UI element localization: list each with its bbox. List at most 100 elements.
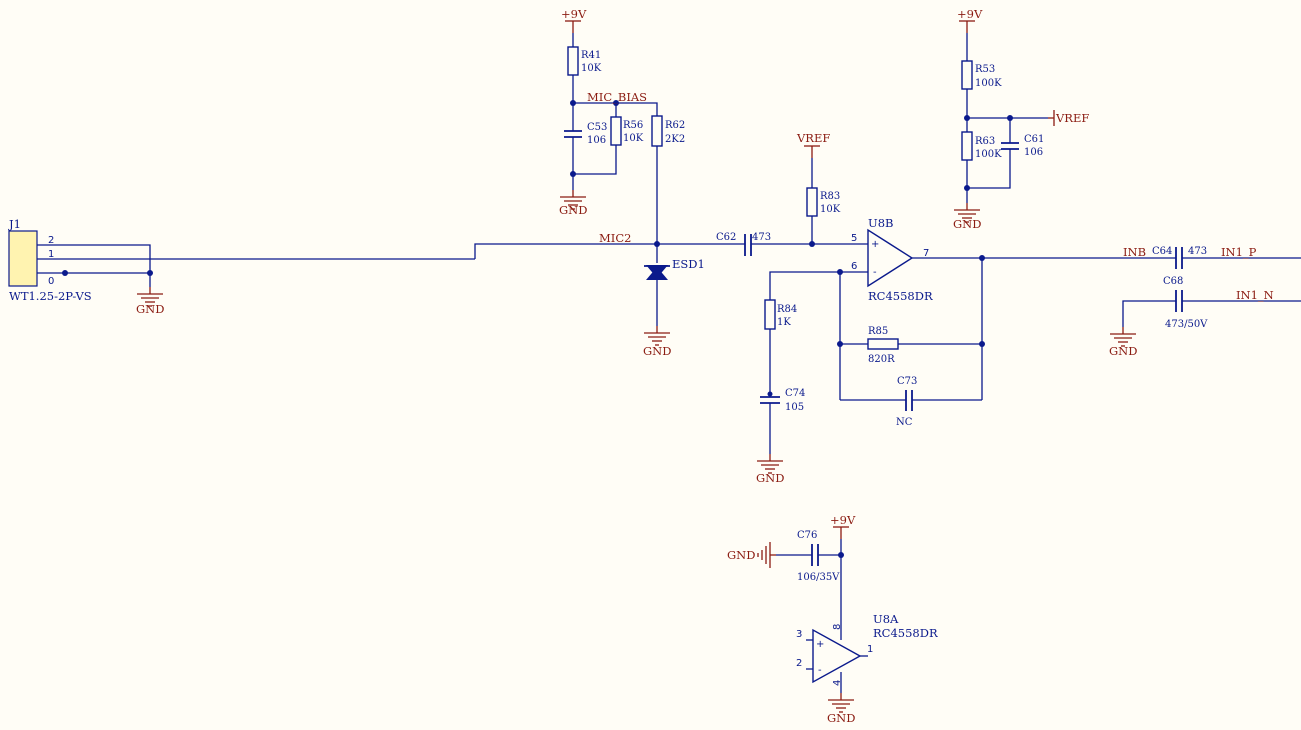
gnd-label-u8a: GND — [827, 711, 855, 725]
svg-text:10K: 10K — [581, 63, 602, 74]
svg-text:105: 105 — [785, 402, 804, 413]
resistor-r62[interactable]: R62 2K2 — [651, 115, 685, 147]
svg-text:106: 106 — [587, 135, 606, 146]
u8b-feedback-network: R85 820R C73 NC R84 1K C74 105 GND — [756, 255, 1176, 485]
esd-diode-esd1[interactable]: ESD1 — [644, 257, 705, 280]
mic-bias-label: MIC_BIAS — [587, 90, 647, 104]
connector-j1[interactable]: J1 WT1.25-2P-VS 2 1 0 — [8, 217, 92, 303]
svg-text:473/50V: 473/50V — [1165, 319, 1208, 330]
svg-text:-: - — [818, 665, 822, 676]
in1-p-net-label: IN1_P — [1221, 245, 1257, 259]
svg-text:6: 6 — [851, 261, 857, 272]
mic-bias-network: +9V R41 10K MIC_BIAS C53 106 R56 10K — [559, 7, 705, 358]
svg-text:R63: R63 — [975, 136, 995, 147]
plus9v-label-top-left: +9V — [561, 7, 587, 21]
output-section: INB C64 473 IN1_P C68 473/50V IN1_N GND — [1109, 245, 1301, 358]
u8a-part: RC4558DR — [873, 626, 938, 640]
gnd-label-c76: GND — [727, 548, 755, 562]
svg-text:473: 473 — [1188, 246, 1207, 257]
in1-n-net-label: IN1_N — [1236, 288, 1274, 302]
u8a-ref: U8A — [873, 612, 899, 626]
j1-pin-0: 0 — [48, 276, 54, 287]
gnd-label-j1: GND — [136, 302, 164, 316]
svg-text:C74: C74 — [785, 388, 805, 399]
u8b-part: RC4558DR — [868, 289, 933, 303]
svg-text:R85: R85 — [868, 326, 888, 337]
resistor-r85[interactable]: R85 820R — [867, 326, 899, 365]
svg-text:C61: C61 — [1024, 134, 1044, 145]
gnd-symbol-j1: GND — [136, 286, 164, 316]
svg-text:10K: 10K — [623, 133, 644, 144]
opamp-u8a[interactable]: + - U8A RC4558DR 3 2 1 8 4 — [796, 612, 938, 686]
capacitor-c73[interactable]: C73 NC — [896, 376, 917, 428]
u8a-ground: GND — [827, 672, 855, 725]
vref-divider: +9V R53 100K VREF R63 100K C61 106 — [953, 7, 1089, 231]
svg-text:ESD1: ESD1 — [672, 257, 705, 271]
svg-text:106/35V: 106/35V — [797, 572, 840, 583]
svg-text:R83: R83 — [820, 191, 840, 202]
svg-text:+: + — [871, 239, 879, 250]
svg-text:820R: 820R — [868, 354, 895, 365]
svg-text:C62: C62 — [716, 232, 736, 243]
svg-text:R41: R41 — [581, 50, 601, 61]
vref-label-r83: VREF — [796, 131, 830, 145]
svg-text:100K: 100K — [975, 149, 1002, 160]
svg-text:100K: 100K — [975, 78, 1002, 89]
inb-net-label: INB — [1123, 245, 1146, 259]
resistor-r56[interactable]: R56 10K — [610, 116, 644, 146]
mic2-net-label: MIC2 — [599, 231, 631, 245]
svg-text:R62: R62 — [665, 120, 685, 131]
capacitor-c74[interactable]: C74 105 — [760, 388, 805, 413]
svg-text:R56: R56 — [623, 120, 643, 131]
mic2-net: MIC2 — [474, 231, 745, 259]
svg-text:2K2: 2K2 — [665, 134, 685, 145]
plus9v-label-top-right: +9V — [957, 7, 983, 21]
svg-text:5: 5 — [851, 233, 857, 244]
svg-text:2: 2 — [796, 658, 802, 669]
resistor-r83[interactable]: R83 10K — [806, 187, 841, 217]
svg-text:R84: R84 — [777, 304, 797, 315]
gnd-label-esd: GND — [643, 344, 671, 358]
svg-text:C68: C68 — [1163, 276, 1183, 287]
svg-text:NC: NC — [896, 417, 913, 428]
capacitor-c76[interactable]: C76 106/35V — [797, 530, 840, 583]
capacitor-c62[interactable]: C62 473 — [716, 232, 771, 256]
vref-bias-r83: VREF R83 10K — [796, 131, 841, 244]
svg-text:C73: C73 — [897, 376, 917, 387]
resistor-r63[interactable]: R63 100K — [961, 131, 1002, 161]
j1-part: WT1.25-2P-VS — [9, 289, 92, 303]
svg-text:7: 7 — [923, 248, 929, 259]
gnd-label-output: GND — [1109, 344, 1137, 358]
resistor-r41[interactable]: R41 10K — [567, 46, 602, 76]
gnd-label-bias: GND — [559, 203, 587, 217]
svg-text:-: - — [873, 267, 877, 278]
svg-text:C64: C64 — [1152, 246, 1172, 257]
svg-text:1: 1 — [867, 644, 873, 655]
svg-text:10K: 10K — [820, 204, 841, 215]
capacitor-c68[interactable]: C68 473/50V — [1163, 276, 1208, 330]
opamp-u8b[interactable]: + - U8B RC4558DR 5 6 7 — [851, 216, 933, 303]
vref-label-divider: VREF — [1055, 111, 1089, 125]
svg-text:4: 4 — [832, 680, 843, 686]
svg-text:3: 3 — [796, 629, 802, 640]
gnd-label-divider: GND — [953, 217, 981, 231]
svg-text:R53: R53 — [975, 64, 995, 75]
svg-text:C53: C53 — [587, 122, 607, 133]
j1-ref: J1 — [8, 217, 21, 231]
gnd-label-c74: GND — [756, 471, 784, 485]
j1-pin-1: 1 — [48, 249, 54, 260]
capacitor-c61[interactable]: C61 106 — [1001, 134, 1044, 158]
resistor-r53[interactable]: R53 100K — [961, 60, 1002, 90]
u8b-ref: U8B — [868, 216, 893, 230]
svg-text:8: 8 — [832, 624, 843, 630]
u8a-power-section: +9V C76 106/35V GND — [727, 513, 856, 640]
j1-pin-2: 2 — [48, 235, 54, 246]
capacitor-c53[interactable]: C53 106 — [564, 122, 607, 146]
j1-wires — [37, 244, 475, 287]
plus9v-label-u8a: +9V — [830, 513, 856, 527]
svg-text:106: 106 — [1024, 147, 1043, 158]
svg-text:473: 473 — [752, 232, 771, 243]
resistor-r84[interactable]: R84 1K — [764, 299, 797, 330]
svg-text:+: + — [816, 639, 824, 650]
